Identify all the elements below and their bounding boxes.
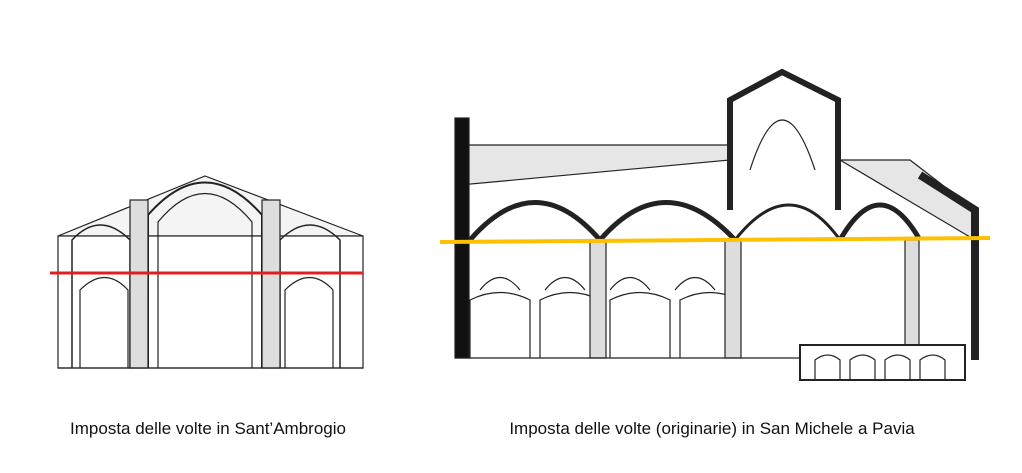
santambrogio-section-drawing — [57, 175, 364, 369]
santambrogio-caption: Imposta delle volte in Sant’Ambrogio — [70, 419, 346, 438]
san-michele-section-drawing — [454, 68, 979, 381]
san-michele-springing-line — [439, 236, 991, 244]
san-michele-caption: Imposta delle volte (originarie) in San … — [509, 419, 915, 438]
